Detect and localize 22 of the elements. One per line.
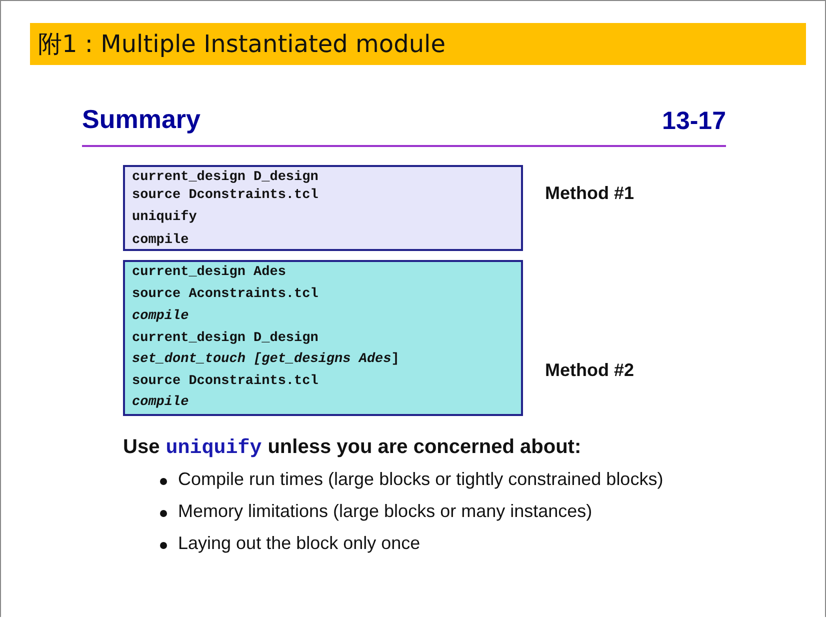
code-line: uniquify <box>132 210 197 225</box>
code-line: source Aconstraints.tcl <box>132 287 318 302</box>
code-line: compile <box>132 233 189 248</box>
code-line: source Dconstraints.tcl <box>132 188 318 203</box>
method-label: Method #2 <box>545 360 634 381</box>
code-line: source Dconstraints.tcl <box>132 374 318 389</box>
method-label: Method #1 <box>545 183 634 204</box>
code-line: current_design D_design <box>132 170 318 185</box>
bullet-text: Compile run times (large blocks or tightly constrained blocks) <box>178 469 664 490</box>
slide-number: 13-17 <box>662 107 726 136</box>
code-line: compile <box>132 395 189 410</box>
code-line: compile <box>132 309 189 324</box>
bullet-text: Memory limitations (large blocks or many instances) <box>178 501 592 522</box>
title-bar: 附1 : Multiple Instantiated module <box>30 23 806 65</box>
sentence-text: unless you are concerned about: <box>268 436 582 459</box>
code-line: set_dont_touch [get_designs Ades] <box>132 352 400 367</box>
code-line: current_design D_design <box>132 331 318 346</box>
code-keyword: uniquify <box>166 437 262 460</box>
bullet-text: Laying out the block only once <box>178 533 420 554</box>
code-line: current_design Ades <box>132 265 286 280</box>
slide-heading: Summary <box>82 104 200 135</box>
sentence-text: Use <box>123 436 160 459</box>
